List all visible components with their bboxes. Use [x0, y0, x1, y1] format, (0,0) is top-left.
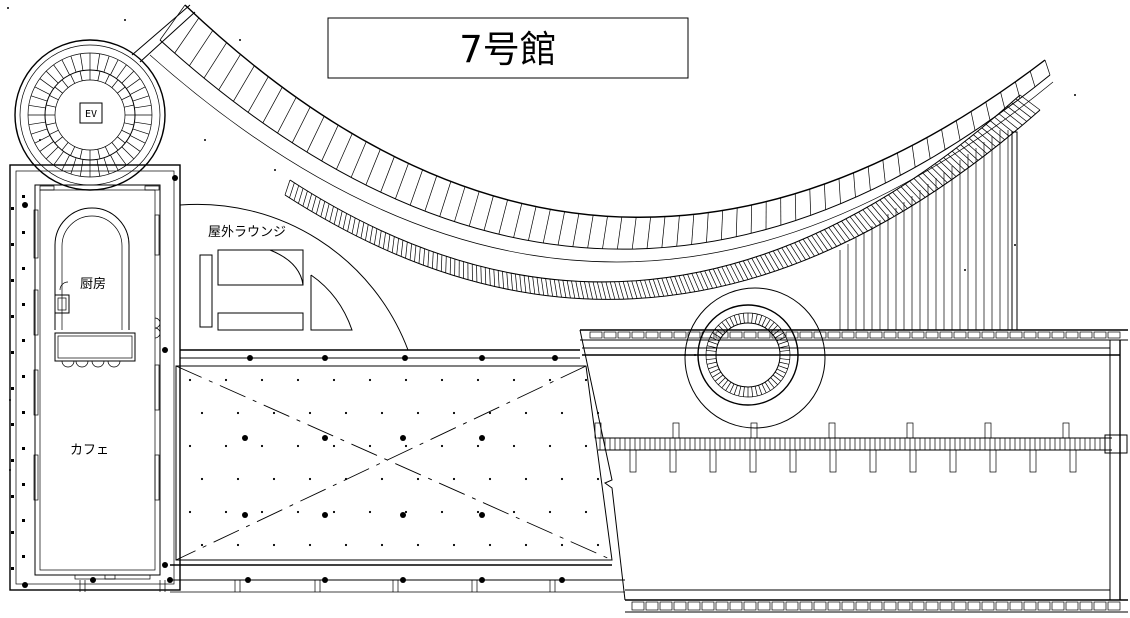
round-tower	[684, 287, 826, 429]
building-title-box: 7号館	[327, 17, 689, 79]
curved-walkway	[149, 4, 1054, 300]
kitchen-label: 厨房	[80, 276, 106, 292]
outdoor-lounge: 屋外ラウンジ	[179, 203, 409, 351]
building-title: 7号館	[459, 28, 557, 71]
central-terrace	[22, 175, 625, 593]
outdoor-lounge-label: 屋外ラウンジ	[208, 225, 286, 240]
stair-tower: EV	[14, 39, 166, 191]
elevator-label: EV	[85, 109, 97, 120]
right-wing	[579, 329, 1128, 613]
cafe-wing: 厨房 カフェ	[9, 164, 181, 591]
cafe-label: カフェ	[70, 443, 109, 458]
